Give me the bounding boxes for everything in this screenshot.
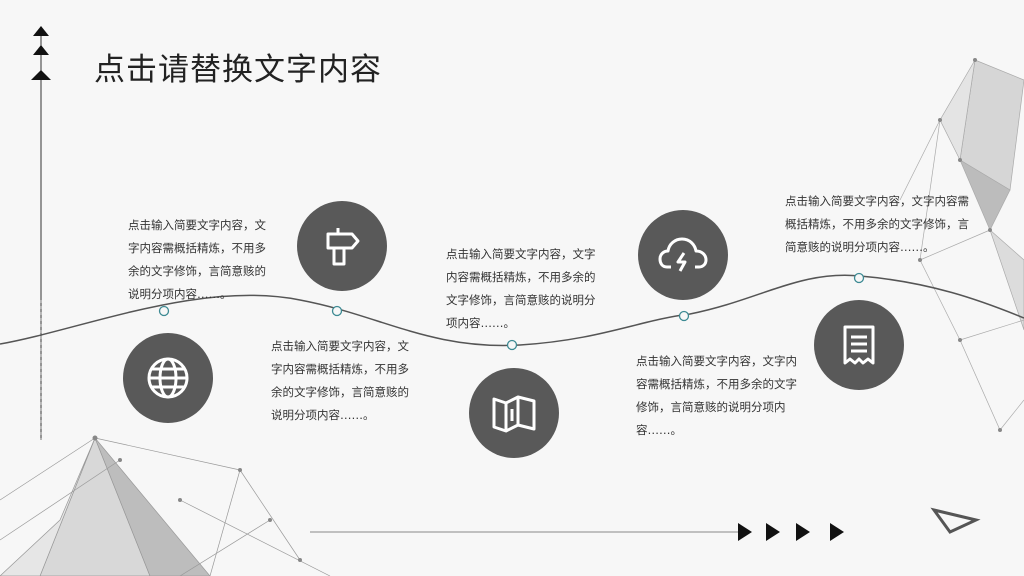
cloud-lightning-icon <box>658 237 708 272</box>
item-1-circle <box>123 333 213 423</box>
item-3-circle <box>469 368 559 458</box>
signpost-icon <box>326 228 360 266</box>
item-4-text: 点击输入简要文字内容，文字内容需概括精炼，不用多余的文字修饰，言简意赅的说明分项… <box>636 354 797 437</box>
item-4-circle <box>638 210 728 300</box>
timeline-dot <box>853 272 865 284</box>
item-2-text: 点击输入简要文字内容，文字内容需概括精炼，不用多余的文字修饰，言简意赅的说明分项… <box>271 339 409 422</box>
timeline-dot <box>158 305 170 317</box>
item-5-text: 点击输入简要文字内容，文字内容需概括精炼，不用多余的文字修饰，言简意赅的说明分项… <box>785 194 969 254</box>
item-2-circle <box>297 201 387 291</box>
item-5-circle <box>814 300 904 390</box>
timeline-dot <box>678 310 690 322</box>
item-1-text: 点击输入简要文字内容，文字内容需概括精炼，不用多余的文字修饰，言简意赅的说明分项… <box>128 218 266 301</box>
map-icon <box>492 395 536 433</box>
timeline-dot <box>331 305 343 317</box>
timeline-curve <box>0 274 1024 347</box>
page-title: 点击请替换文字内容 <box>94 52 382 88</box>
timeline-dot <box>506 339 518 351</box>
globe-icon <box>147 357 189 399</box>
item-3-text: 点击输入简要文字内容，文字内容需概括精炼，不用多余的文字修饰，言简意赅的说明分项… <box>446 247 596 330</box>
receipt-icon <box>843 325 875 365</box>
